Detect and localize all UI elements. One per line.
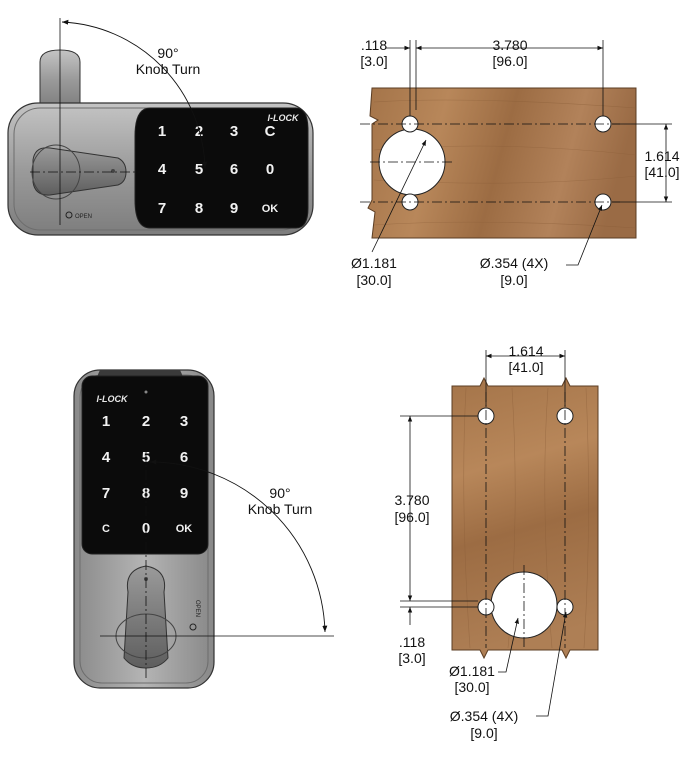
- key: 5: [195, 161, 203, 178]
- knob-turn-angle: 90°: [157, 45, 178, 61]
- key: 3: [180, 413, 188, 430]
- dim-edge-in: .118: [361, 37, 387, 53]
- key: 2: [142, 413, 150, 430]
- dim-bore-dia-in: Ø1.181: [351, 255, 397, 271]
- dim-span-long-in: 3.780: [492, 37, 527, 53]
- dim-hole-dia-in: Ø.354 (4X): [450, 708, 518, 724]
- knob-turn-label: Knob Turn: [136, 61, 201, 77]
- key: 4: [102, 449, 111, 466]
- dim-span-short-mm: [41.0]: [508, 359, 543, 375]
- key: 6: [230, 161, 238, 178]
- key: C: [102, 523, 110, 535]
- dim-hole-dia-mm: [9.0]: [470, 725, 497, 741]
- vertical-lock: I-LOCK 1 2 3 4 5 6 7 8 9 C 0 OK OPEN 90°…: [73, 369, 334, 689]
- knob-turn-arc: [149, 459, 328, 633]
- dim-edge-mm: [3.0]: [398, 650, 425, 666]
- dim-edge-mm: [3.0]: [360, 53, 387, 69]
- key: 2: [195, 123, 203, 140]
- knob-turn-label: Knob Turn: [248, 501, 313, 517]
- key: 1: [102, 413, 110, 430]
- key: 0: [266, 161, 274, 178]
- open-label: OPEN: [75, 214, 92, 220]
- key: 9: [230, 200, 238, 217]
- key: 7: [102, 485, 110, 502]
- wood-panel: [451, 376, 599, 660]
- key: 3: [230, 123, 238, 140]
- dim-span-long-mm: [96.0]: [492, 53, 527, 69]
- horizontal-lock: I-LOCK OPEN 1 2 3 C 4 5 6 0 7 8 9 OK 90°…: [7, 18, 314, 236]
- key: OK: [176, 523, 193, 535]
- open-label: OPEN: [194, 600, 200, 617]
- dim-span-short-in: 1.614: [508, 343, 543, 359]
- key: 8: [195, 200, 203, 217]
- dim-span-short-in: 1.614: [644, 148, 679, 164]
- dim-edge-in: .118: [399, 634, 425, 650]
- vertical-cutout-drawing: 1.614 [41.0] 3.780 [96.0] .118 [3.0] Ø1.…: [394, 343, 599, 741]
- dim-bore-dia-mm: [30.0]: [356, 272, 391, 288]
- brand-logo: I-LOCK: [268, 113, 300, 123]
- key: 9: [180, 485, 188, 502]
- key: 1: [158, 123, 166, 140]
- knob-turn-arc: [61, 19, 208, 169]
- brand-logo: I-LOCK: [97, 394, 129, 404]
- dim-bore-dia-mm: [30.0]: [454, 679, 489, 695]
- key: 7: [158, 200, 166, 217]
- dim-span-short-mm: [41.0]: [644, 164, 679, 180]
- dim-hole-dia-in: Ø.354 (4X): [480, 255, 548, 271]
- open-indicator-icon: [65, 211, 73, 219]
- dim-bore-dia-in: Ø1.181: [449, 663, 495, 679]
- key: 6: [180, 449, 188, 466]
- dim-span-long-in: 3.780: [394, 492, 429, 508]
- key: 4: [158, 161, 167, 178]
- wood-panel: [367, 87, 637, 239]
- knob-turn-angle: 90°: [269, 485, 290, 501]
- dim-span-long-mm: [96.0]: [394, 509, 429, 525]
- key: OK: [262, 203, 279, 215]
- horizontal-cutout-drawing: .118 [3.0] 3.780 [96.0] 1.614 [41.0] Ø1.…: [351, 37, 680, 288]
- dim-hole-dia-mm: [9.0]: [500, 272, 527, 288]
- key: C: [265, 123, 276, 140]
